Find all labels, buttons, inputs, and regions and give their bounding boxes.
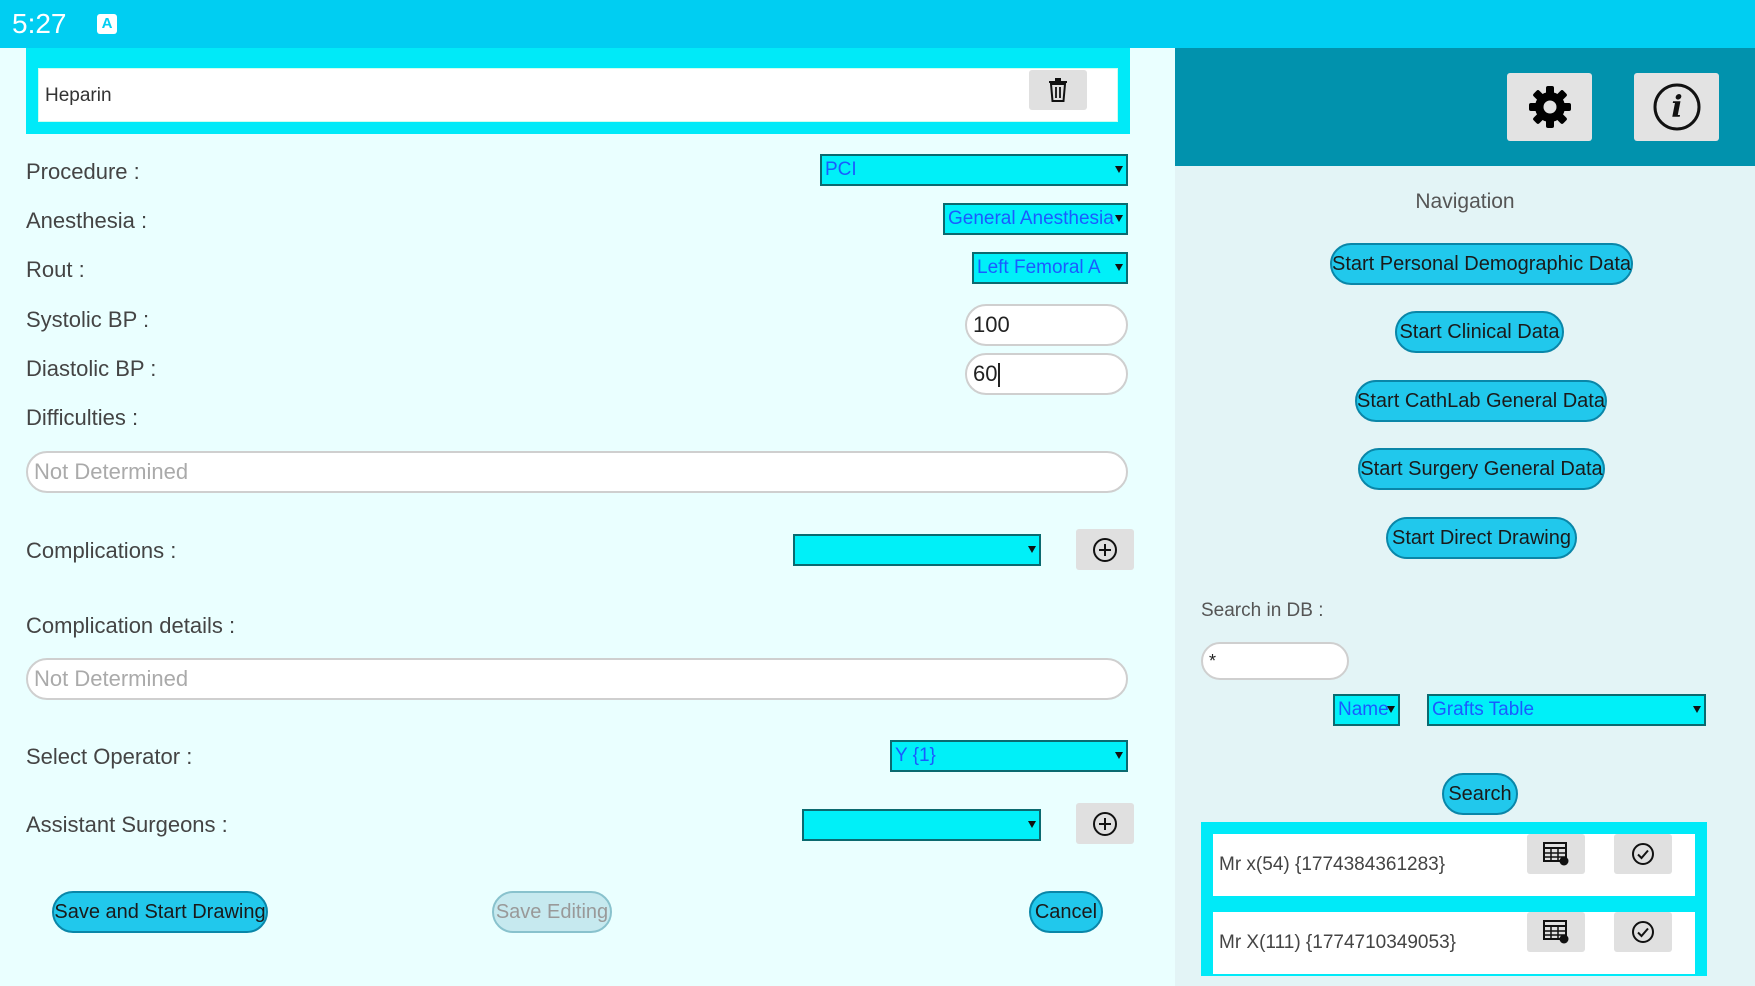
status-bar: 5:27 A bbox=[0, 0, 1755, 48]
save-and-start-drawing-button[interactable]: Save and Start Drawing bbox=[52, 891, 268, 933]
table-icon bbox=[1543, 842, 1569, 866]
dropdown-arrow-icon bbox=[1115, 215, 1123, 222]
open-table-button[interactable] bbox=[1527, 834, 1585, 874]
assistant-select[interactable] bbox=[802, 809, 1041, 841]
drug-name: Heparin bbox=[45, 85, 112, 106]
start-direct-drawing-button[interactable]: Start Direct Drawing bbox=[1386, 517, 1577, 559]
check-circle-icon bbox=[1632, 921, 1654, 943]
sidebar: i Navigation Start Personal Demographic … bbox=[1175, 48, 1755, 986]
navigation-title: Navigation bbox=[1415, 190, 1515, 213]
table-icon bbox=[1543, 920, 1569, 944]
settings-button[interactable] bbox=[1507, 73, 1592, 141]
complications-select[interactable] bbox=[793, 534, 1041, 566]
select-result-button[interactable] bbox=[1614, 834, 1672, 874]
dropdown-arrow-icon bbox=[1028, 546, 1036, 553]
search-button[interactable]: Search bbox=[1442, 773, 1518, 815]
check-circle-icon bbox=[1632, 843, 1654, 865]
add-assistant-button[interactable] bbox=[1076, 803, 1134, 844]
sidebar-toolbar: i bbox=[1175, 48, 1755, 166]
delete-button[interactable] bbox=[1029, 70, 1087, 110]
info-icon: i bbox=[1653, 83, 1700, 131]
add-complication-button[interactable] bbox=[1076, 529, 1134, 570]
procedure-select[interactable]: PCI bbox=[820, 154, 1128, 186]
anesthesia-select[interactable]: General Anesthesia bbox=[943, 203, 1128, 235]
gear-icon bbox=[1528, 86, 1571, 128]
start-clinical-data-button[interactable]: Start Clinical Data bbox=[1395, 311, 1564, 353]
list-item[interactable]: Mr x(54) {1774384361283} bbox=[1213, 834, 1695, 896]
form-panel: Heparin Procedure : PCI Anesthesia : Gen… bbox=[0, 48, 1175, 986]
rout-label: Rout : bbox=[26, 257, 85, 282]
dropdown-arrow-icon bbox=[1028, 821, 1036, 828]
operator-label: Select Operator : bbox=[26, 744, 193, 769]
diastolic-input[interactable]: 60 bbox=[965, 353, 1128, 395]
trash-icon bbox=[1049, 78, 1067, 102]
rout-select[interactable]: Left Femoral A bbox=[972, 252, 1128, 284]
result-text: Mr X(111) {1774710349053} bbox=[1219, 932, 1456, 953]
select-result-button[interactable] bbox=[1614, 912, 1672, 952]
procedure-label: Procedure : bbox=[26, 159, 140, 184]
dropdown-arrow-icon bbox=[1387, 706, 1395, 713]
dropdown-arrow-icon bbox=[1115, 752, 1123, 759]
result-text: Mr x(54) {1774384361283} bbox=[1219, 854, 1446, 875]
search-input[interactable]: * bbox=[1201, 642, 1349, 680]
svg-text:i: i bbox=[1671, 90, 1682, 125]
systolic-input[interactable]: 100 bbox=[965, 304, 1128, 346]
complications-label: Complications : bbox=[26, 538, 177, 563]
info-button[interactable]: i bbox=[1634, 73, 1719, 141]
anesthesia-label: Anesthesia : bbox=[26, 208, 148, 233]
start-cathlab-general-button[interactable]: Start CathLab General Data bbox=[1355, 380, 1607, 422]
plus-circle-icon bbox=[1093, 811, 1117, 836]
complication-details-label: Complication details : bbox=[26, 613, 236, 638]
difficulties-input[interactable]: Not Determined bbox=[26, 451, 1128, 493]
search-field-select[interactable]: Name bbox=[1333, 694, 1400, 726]
text-cursor bbox=[998, 363, 1001, 388]
status-time: 5:27 bbox=[12, 8, 67, 39]
save-editing-button[interactable]: Save Editing bbox=[492, 891, 612, 933]
diastolic-label: Diastolic BP : bbox=[26, 356, 157, 381]
cancel-button[interactable]: Cancel bbox=[1029, 891, 1103, 933]
dropdown-arrow-icon bbox=[1693, 706, 1701, 713]
operator-select[interactable]: Y {1} bbox=[890, 740, 1128, 772]
drug-row: Heparin bbox=[38, 68, 1118, 122]
open-table-button[interactable] bbox=[1527, 912, 1585, 952]
results-list: Mr x(54) {1774384361283} bbox=[1201, 822, 1707, 976]
dropdown-arrow-icon bbox=[1115, 166, 1123, 173]
a-icon: A bbox=[97, 14, 117, 34]
assistant-label: Assistant Surgeons : bbox=[26, 812, 228, 837]
difficulties-label: Difficulties : bbox=[26, 405, 139, 430]
plus-circle-icon bbox=[1093, 537, 1117, 562]
search-table-select[interactable]: Grafts Table bbox=[1427, 694, 1706, 726]
dropdown-arrow-icon bbox=[1115, 264, 1123, 271]
start-surgery-general-button[interactable]: Start Surgery General Data bbox=[1358, 448, 1605, 490]
start-personal-demographic-button[interactable]: Start Personal Demographic Data bbox=[1330, 243, 1633, 285]
systolic-label: Systolic BP : bbox=[26, 307, 150, 332]
complication-details-input[interactable]: Not Determined bbox=[26, 658, 1128, 700]
drug-box: Heparin bbox=[26, 48, 1130, 134]
search-label: Search in DB : bbox=[1201, 600, 1324, 621]
list-item[interactable]: Mr X(111) {1774710349053} bbox=[1213, 912, 1695, 974]
